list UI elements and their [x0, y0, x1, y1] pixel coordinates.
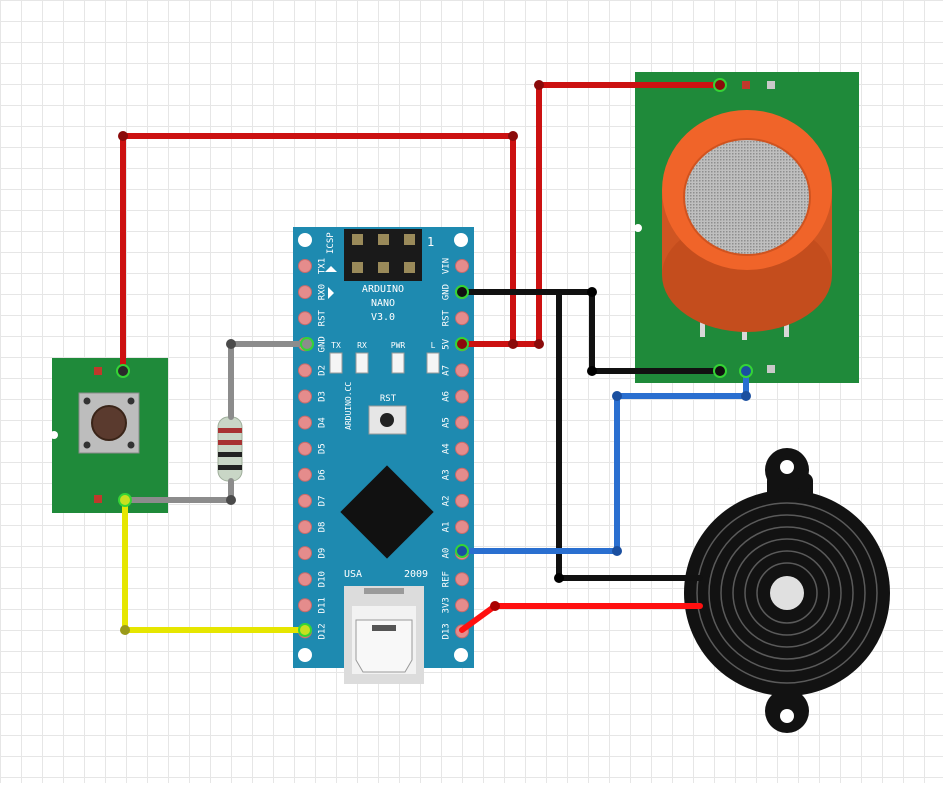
- pin-right-a6[interactable]: [455, 389, 469, 404]
- led-l-label: L: [431, 341, 436, 350]
- wire-black-sensor-gnd: [459, 289, 723, 374]
- pin-label-right-a0: A0: [442, 548, 452, 559]
- icsp-pin1-label: 1: [427, 235, 434, 249]
- pin-left-d3[interactable]: [298, 389, 312, 404]
- buzzer-center: [770, 576, 804, 610]
- pin-label-left-d8: D8: [318, 522, 328, 533]
- wire-red-sensor-5v: [507, 82, 723, 347]
- gas-sensor-module: [634, 72, 859, 383]
- pin-left-d5[interactable]: [298, 441, 312, 456]
- piezo-buzzer: [684, 448, 890, 733]
- wire-blue-a0: [459, 368, 749, 554]
- pin-label-right-ref: REF: [442, 571, 452, 587]
- pin-left-d9[interactable]: [298, 546, 312, 561]
- pin-label-left-rst: RST: [318, 309, 328, 326]
- pin-label-right-a2: A2: [442, 495, 452, 506]
- usa-label: USA: [344, 569, 362, 580]
- pin-label-left-d12: D12: [318, 623, 328, 639]
- led-rx-label: RX: [357, 341, 367, 350]
- pin-label-left-d4: D4: [318, 417, 328, 428]
- pin-left-d11[interactable]: [298, 598, 312, 613]
- board-name-line1: ARDUINO: [362, 284, 404, 295]
- icsp-label: ICSP: [326, 232, 336, 254]
- pin-label-left-d7: D7: [318, 495, 328, 506]
- pin-right-a4[interactable]: [455, 441, 469, 456]
- pin-label-left-tx1: TX1: [318, 258, 328, 274]
- pin-right-ref[interactable]: [455, 572, 469, 587]
- pin-right-a7[interactable]: [455, 363, 469, 378]
- pin-label-left-rx0: RX0: [318, 284, 328, 300]
- push-button-module[interactable]: [50, 358, 168, 513]
- pin-left-d8[interactable]: [298, 520, 312, 534]
- pin-right-rst[interactable]: [455, 311, 469, 326]
- pin-right-a3[interactable]: [455, 467, 469, 482]
- wire-yellow-d12: [122, 497, 308, 633]
- pin-label-right-a6: A6: [442, 391, 452, 402]
- pin-label-right-a7: A7: [442, 365, 452, 376]
- pin-label-right-gnd: GND: [442, 284, 452, 300]
- pin-right-vin[interactable]: [455, 259, 469, 273]
- pin-left-tx1[interactable]: [298, 259, 312, 273]
- pin-right-a2[interactable]: [455, 493, 469, 508]
- led-pwr: [391, 352, 405, 374]
- sensor-mesh: [683, 138, 811, 256]
- pin-left-d4[interactable]: [298, 415, 312, 430]
- led-l: [426, 352, 440, 374]
- pin-label-right-vin: VIN: [442, 258, 452, 274]
- led-pwr-label: PWR: [391, 341, 406, 350]
- button-cap[interactable]: [91, 405, 127, 441]
- led-tx: [329, 352, 343, 374]
- pin-label-right-a5: A5: [442, 417, 452, 428]
- pin-label-left-d2: D2: [318, 365, 328, 376]
- pin-left-d7[interactable]: [298, 493, 312, 508]
- pin-label-right-5v: 5V: [442, 338, 452, 349]
- pin-left-rx0[interactable]: [298, 285, 312, 300]
- pin-label-right-rst: RST: [442, 309, 452, 326]
- pin-right-3v3[interactable]: [455, 598, 469, 613]
- pin-label-left-d11: D11: [318, 597, 328, 613]
- pin-label-right-a1: A1: [442, 522, 452, 533]
- pin-left-d6[interactable]: [298, 467, 312, 482]
- led-tx-label: TX: [331, 341, 341, 350]
- pin-label-left-d10: D10: [318, 571, 328, 587]
- pin-label-right-a3: A3: [442, 469, 452, 480]
- rst-button-label: RST: [380, 394, 397, 404]
- mcu-chip: [340, 465, 434, 559]
- arduino-nano-board: ICSP 1 ARDUINO NANO V3.0 TX RX PWR L ARD…: [293, 227, 474, 684]
- reset-button-icon[interactable]: [380, 413, 394, 427]
- pin-right-a1[interactable]: [455, 520, 469, 534]
- resistor: [217, 416, 243, 482]
- pin-left-d10[interactable]: [298, 572, 312, 587]
- pin-label-right-3v3: 3V3: [442, 597, 452, 613]
- led-rx: [355, 352, 369, 374]
- pin-right-a5[interactable]: [455, 415, 469, 430]
- pin-label-left-gnd: GND: [318, 336, 328, 352]
- pin-label-left-d9: D9: [318, 548, 328, 559]
- board-name-line3: V3.0: [371, 312, 395, 323]
- resistor-icon: [217, 416, 243, 482]
- board-name-line2: NANO: [371, 298, 395, 309]
- pin-label-right-d13: D13: [442, 623, 452, 639]
- pin-label-left-d6: D6: [318, 469, 328, 480]
- year-label: 2009: [404, 569, 428, 580]
- pin-left-d2[interactable]: [298, 363, 312, 378]
- pin-label-left-d3: D3: [318, 391, 328, 402]
- pin-label-left-d5: D5: [318, 443, 328, 454]
- website-label: ARDUINO.CC: [344, 382, 353, 430]
- pin-label-right-a4: A4: [442, 443, 452, 454]
- pin-left-rst[interactable]: [298, 311, 312, 326]
